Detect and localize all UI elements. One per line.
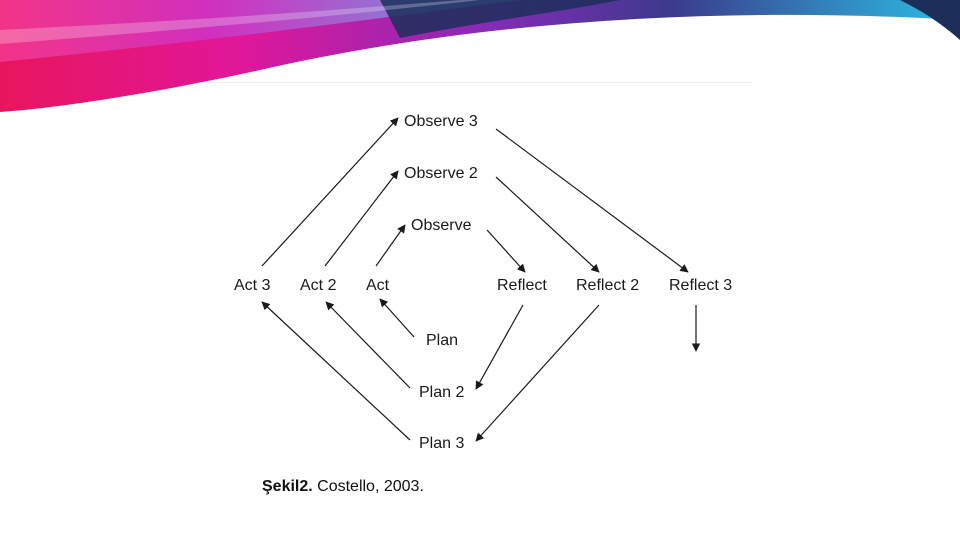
node-observe-2: Observe 2 bbox=[404, 165, 478, 182]
arrow-observe-to-reflect bbox=[486, 229, 526, 273]
node-plan-3: Plan 3 bbox=[419, 435, 464, 452]
node-reflect-2: Reflect 2 bbox=[576, 277, 639, 294]
node-plan: Plan bbox=[426, 332, 458, 349]
node-act: Act bbox=[366, 277, 390, 294]
node-reflect-3: Reflect 3 bbox=[669, 277, 732, 294]
arrow-act-to-observe bbox=[375, 224, 406, 267]
node-act-2: Act 2 bbox=[300, 277, 337, 294]
arrow-observe3-to-reflect3 bbox=[495, 128, 689, 273]
arrow-plan3-to-act3 bbox=[261, 301, 411, 441]
node-act-3: Act 3 bbox=[234, 277, 271, 294]
arrow-observe2-to-reflect2 bbox=[495, 176, 600, 273]
node-observe-3: Observe 3 bbox=[404, 113, 478, 130]
decorative-banner bbox=[0, 0, 960, 112]
figure-top-border bbox=[200, 82, 752, 83]
arrow-act2-to-observe2 bbox=[324, 170, 399, 267]
arrow-act3-to-observe3 bbox=[261, 117, 399, 267]
arrow-reflect-to-plan2 bbox=[475, 304, 524, 390]
node-reflect: Reflect bbox=[497, 277, 547, 294]
figure-caption: Şekil2. Costello, 2003. bbox=[262, 478, 424, 496]
node-observe: Observe bbox=[411, 217, 472, 234]
arrow-reflect2-to-plan3 bbox=[475, 304, 600, 442]
arrow-plan-to-act bbox=[379, 298, 415, 338]
caption-source: Costello, 2003. bbox=[312, 478, 424, 495]
node-plan-2: Plan 2 bbox=[419, 384, 464, 401]
caption-label: Şekil2. bbox=[262, 478, 313, 495]
arrow-plan2-to-act2 bbox=[325, 301, 411, 389]
